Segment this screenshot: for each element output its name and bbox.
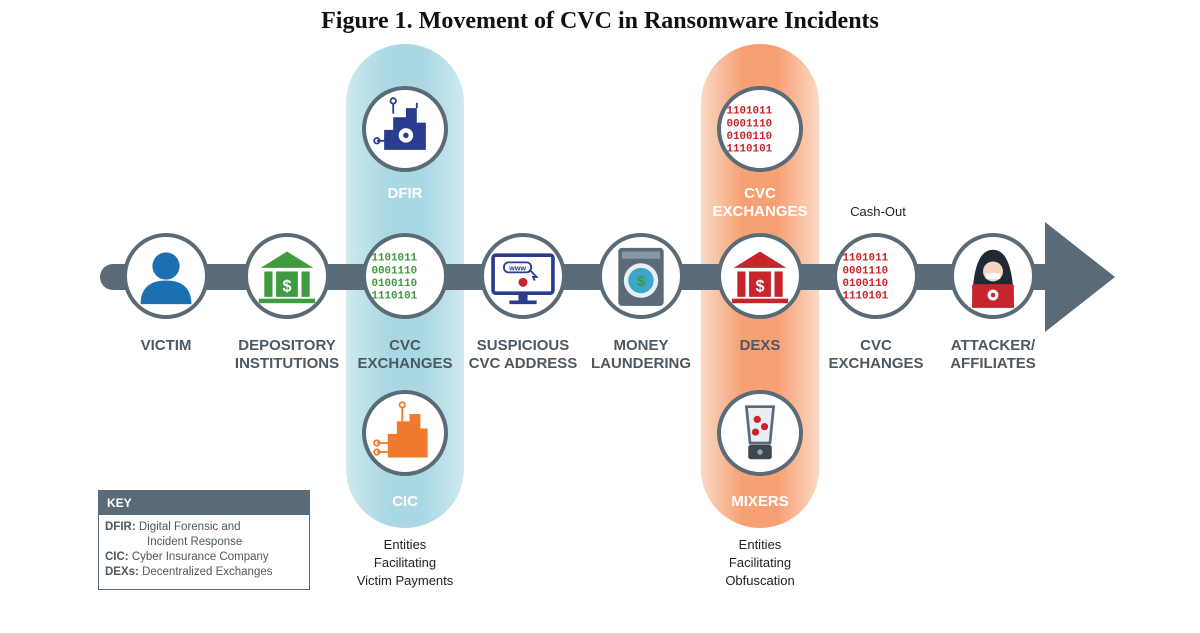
key-text: Digital Forensic and (138, 521, 241, 533)
depository-label-2: INSTITUTIONS (234, 355, 340, 372)
attacker-node (950, 233, 1036, 319)
mixers-label: MIXERS (731, 493, 789, 510)
cvc-exchange-cashout-label-1: CVC (860, 337, 892, 354)
svg-text:1101011: 1101011 (371, 253, 417, 265)
victim-payments-note-3: Victim Payments (356, 573, 454, 588)
cvc-exchange-cashout-node: 1101011 0001110 0100110 1110101 (833, 233, 919, 319)
key-row-dfir-cont: Incident Response (99, 535, 309, 550)
svg-text:1101011: 1101011 (842, 253, 888, 265)
key-row-cic: CIC: Cyber Insurance Company (99, 550, 309, 565)
svg-text:0100110: 0100110 (371, 278, 417, 290)
key-abbr: CIC: (105, 551, 129, 563)
money-laundering-label-2: LAUNDERING (591, 355, 691, 372)
hacker-icon (972, 249, 1014, 308)
key-heading: KEY (99, 491, 309, 515)
cvc-exchange-node: 1101011 0001110 0100110 1110101 (362, 233, 448, 319)
bank-icon: $ (731, 251, 789, 304)
biohazard-circuit-icon (373, 97, 426, 150)
bank-icon: $ (258, 251, 316, 304)
cash-out-label: Cash-Out (850, 204, 906, 219)
svg-text:www: www (508, 264, 526, 273)
svg-text:0001110: 0001110 (726, 118, 772, 130)
key-legend: KEY DFIR: Digital Forensic and Incident … (98, 490, 310, 590)
cvc-exchange-label-1: CVC (389, 337, 421, 354)
victim-node (123, 233, 209, 319)
svg-text:1110101: 1110101 (726, 144, 772, 156)
depository-node: $ (244, 233, 330, 319)
key-row-dfir: DFIR: Digital Forensic and (99, 520, 309, 535)
obfuscation-note-3: Obfuscation (725, 573, 795, 588)
suspicious-address-label-1: SUSPICIOUS (476, 337, 570, 354)
attacker-label-2: AFFILIATES (950, 355, 1036, 372)
person-icon (140, 252, 192, 305)
key-text: Cyber Insurance Company (131, 551, 269, 563)
dexs-node: $ (717, 233, 803, 319)
victim-label: VICTIM (140, 337, 192, 354)
cvc-exchange-label-2: EXCHANGES (357, 355, 453, 372)
dexs-label: DEXS (739, 337, 781, 354)
exchange-arrows-icon: 1101011 0001110 0100110 1110101 (842, 253, 908, 303)
obfuscation-note-2: Facilitating (728, 555, 792, 570)
obfuscation-note-1: Entities (738, 537, 782, 552)
mixers-node (717, 390, 803, 476)
svg-text:0001110: 0001110 (842, 265, 888, 277)
key-abbr: DFIR: (105, 521, 136, 533)
exchange-arrows-icon: 1101011 0001110 0100110 1110101 (371, 253, 437, 303)
svg-text:$: $ (755, 277, 764, 295)
money-laundering-label-1: MONEY (613, 337, 669, 354)
victim-payments-note-2: Facilitating (373, 555, 437, 570)
svg-text:1110101: 1110101 (842, 291, 888, 303)
cvc-exchange-top-label-2: EXCHANGES (712, 203, 808, 220)
money-laundering-node: $ (598, 233, 684, 319)
circuit-building-icon (373, 401, 428, 458)
blender-icon (744, 405, 776, 460)
dfir-label: DFIR (387, 185, 423, 202)
washing-machine-icon: $ (618, 247, 664, 306)
dfir-node (362, 86, 448, 172)
svg-text:0100110: 0100110 (842, 278, 888, 290)
cic-node (362, 390, 448, 476)
cvc-exchange-cashout-label-2: EXCHANGES (828, 355, 924, 372)
cic-label: CIC (392, 493, 418, 510)
key-abbr: DEXs: (105, 566, 139, 578)
cvc-exchange-top-node: 1101011 0001110 0100110 1110101 (717, 86, 803, 172)
suspicious-address-label-2: CVC ADDRESS (468, 355, 578, 372)
victim-payments-note-1: Entities (383, 537, 427, 552)
svg-text:1101011: 1101011 (726, 106, 772, 118)
key-row-dexs: DEXs: Decentralized Exchanges (99, 565, 309, 580)
figure-title: Figure 1. Movement of CVC in Ransomware … (321, 8, 879, 34)
flow-arrow-icon (1045, 222, 1115, 332)
key-text: Incident Response (147, 536, 243, 548)
cvc-exchange-top-label-1: CVC (744, 185, 776, 202)
web-monitor-icon: www (491, 253, 555, 305)
svg-text:$: $ (637, 274, 645, 290)
key-text: Decentralized Exchanges (142, 566, 273, 578)
svg-text:$: $ (282, 277, 291, 295)
svg-text:1110101: 1110101 (371, 291, 417, 303)
depository-label-1: DEPOSITORY (238, 337, 336, 354)
exchange-arrows-icon: 1101011 0001110 0100110 1110101 (726, 106, 792, 156)
svg-text:0100110: 0100110 (726, 131, 772, 143)
suspicious-address-node: www (480, 233, 566, 319)
attacker-label-1: ATTACKER/ (950, 337, 1036, 354)
svg-text:0001110: 0001110 (371, 265, 417, 277)
